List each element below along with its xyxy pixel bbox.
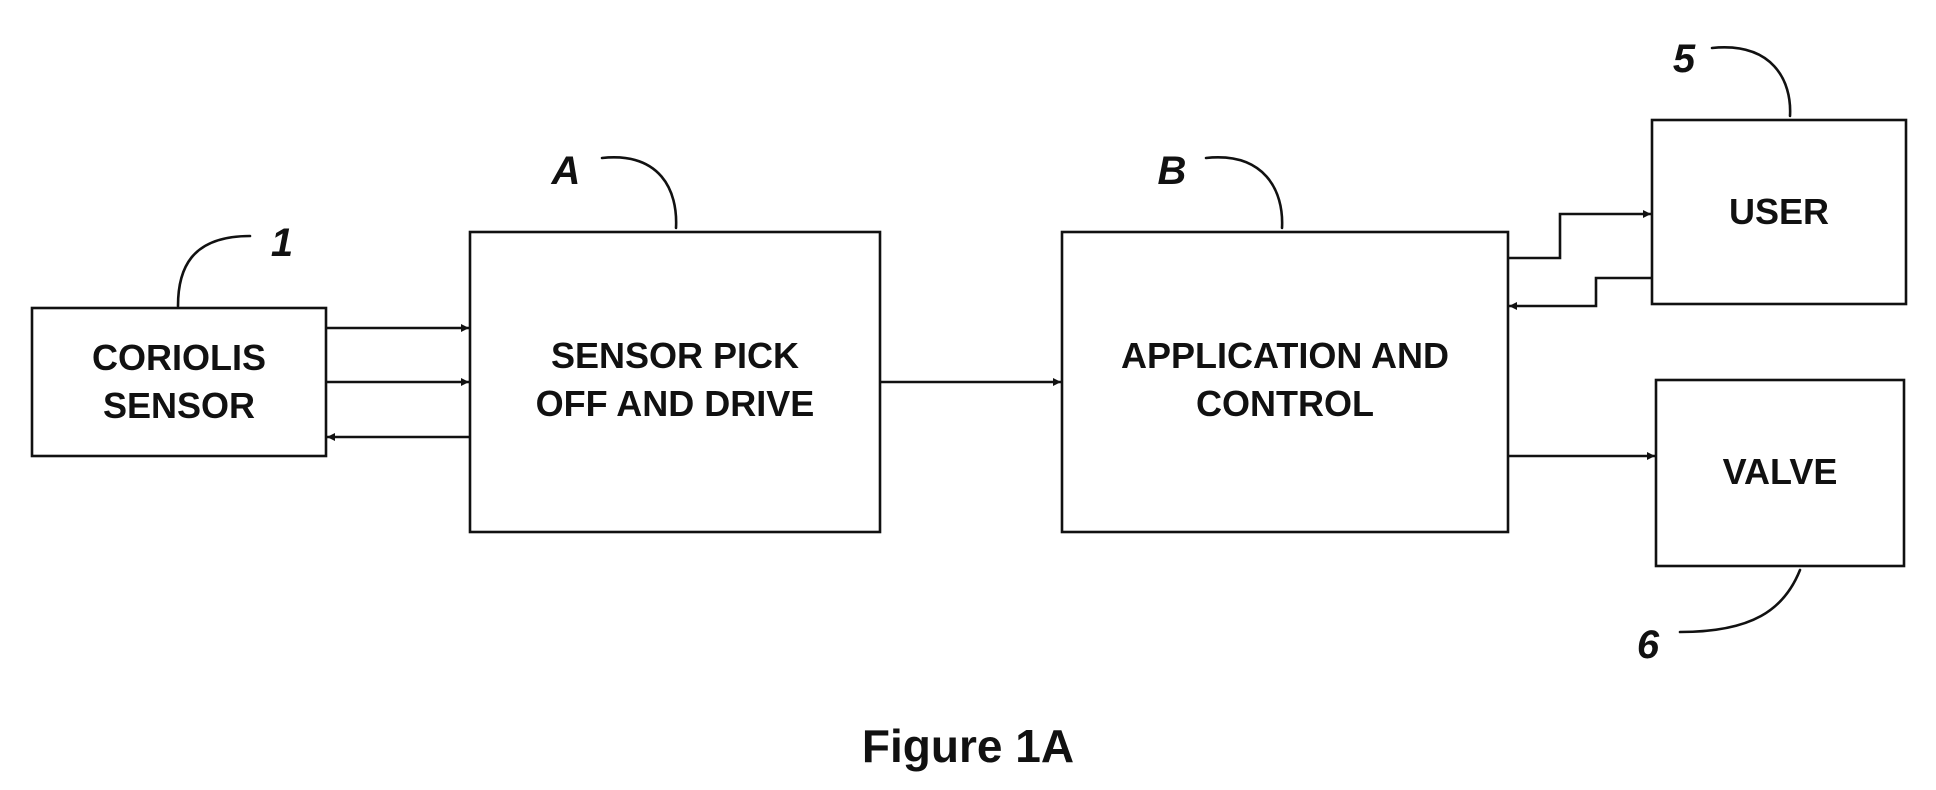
figure-caption: Figure 1A: [862, 720, 1074, 772]
ref-1-label: 1: [271, 221, 293, 265]
coriolis-sensor-label-line2: SENSOR: [103, 385, 255, 426]
ref-b-leader: [1206, 157, 1282, 228]
pickoff-drive-label-line2: OFF AND DRIVE: [536, 383, 815, 424]
user-label: USER: [1729, 191, 1829, 232]
pickoff-drive-box: [470, 232, 880, 532]
application-control-block: APPLICATION AND CONTROL: [1062, 232, 1508, 532]
ref-5-leader: [1712, 47, 1790, 116]
ref-6-label: 6: [1637, 623, 1660, 667]
valve-block: VALVE: [1656, 380, 1904, 566]
ref-a-label: A: [551, 149, 581, 193]
ref-6-leader: [1680, 570, 1800, 632]
ref-a-leader: [602, 157, 676, 228]
application-control-box: [1062, 232, 1508, 532]
application-to-user-arrow: [1508, 214, 1651, 258]
coriolis-sensor-label-line1: CORIOLIS: [92, 337, 266, 378]
ref-5-label: 5: [1673, 37, 1696, 81]
application-control-label-line2: CONTROL: [1196, 383, 1374, 424]
coriolis-sensor-block: CORIOLIS SENSOR: [32, 308, 326, 456]
pickoff-drive-label-line1: SENSOR PICK: [551, 335, 799, 376]
ref-1-leader: [178, 236, 250, 306]
user-block: USER: [1652, 120, 1906, 304]
coriolis-sensor-box: [32, 308, 326, 456]
valve-label: VALVE: [1723, 451, 1838, 492]
user-to-application-arrow: [1509, 278, 1652, 306]
pickoff-drive-block: SENSOR PICK OFF AND DRIVE: [470, 232, 880, 532]
ref-b-label: B: [1158, 149, 1187, 193]
application-control-label-line1: APPLICATION AND: [1121, 335, 1449, 376]
